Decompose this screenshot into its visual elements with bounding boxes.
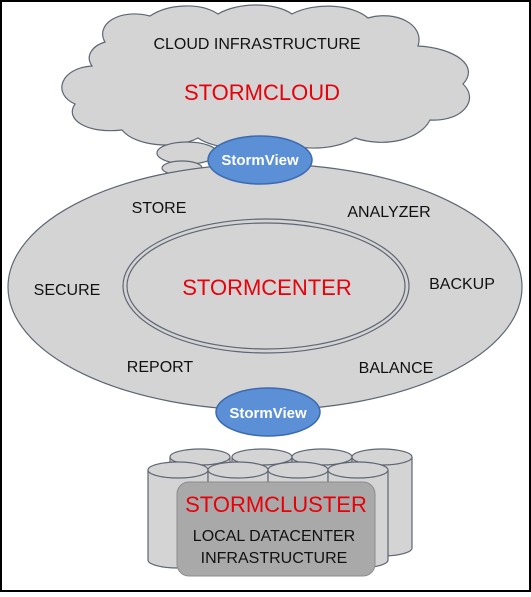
- stormview-top: StormView: [207, 135, 313, 185]
- cloud-title: CLOUD INFRASTRUCTURE: [153, 36, 360, 53]
- stormview-bottom: StormView: [215, 387, 321, 437]
- cluster-name: STORMCLUSTER: [185, 492, 367, 517]
- cluster-line-2: INFRASTRUCTURE: [201, 550, 348, 567]
- stormview-top-label: StormView: [221, 152, 299, 169]
- function-analyzer: ANALYZER: [347, 204, 430, 221]
- function-balance: BALANCE: [359, 360, 434, 377]
- cloud-shape: [61, 4, 471, 149]
- stormcenter-name: STORMCENTER: [182, 275, 352, 300]
- cluster-line-1: LOCAL DATACENTER: [193, 528, 355, 545]
- cloud-name: STORMCLOUD: [184, 80, 340, 105]
- function-report: REPORT: [127, 359, 194, 376]
- stormview-bottom-label: StormView: [229, 405, 307, 422]
- function-store: STORE: [132, 200, 187, 217]
- cluster-panel: [176, 481, 376, 577]
- function-backup: BACKUP: [429, 276, 495, 293]
- stormview-bottom-oval: [215, 387, 321, 437]
- stormview-top-oval: [207, 135, 313, 185]
- stormcenter-core: [126, 222, 406, 350]
- function-secure: SECURE: [34, 282, 101, 299]
